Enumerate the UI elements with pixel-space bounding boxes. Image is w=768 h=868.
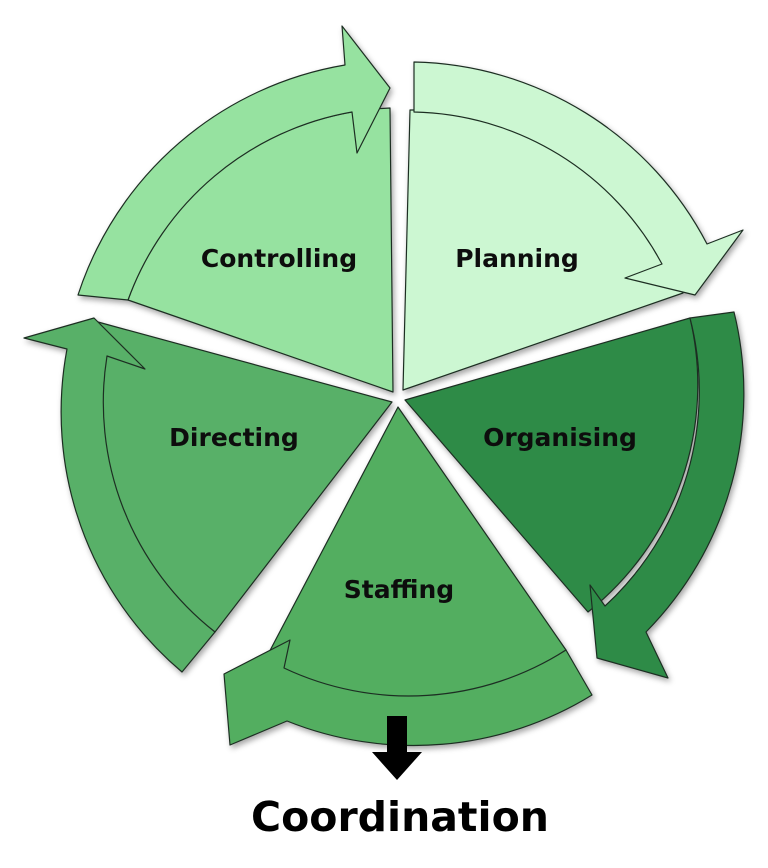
coordination-label: Coordination (251, 793, 549, 841)
controlling-label: Controlling (201, 244, 357, 273)
planning-arrow (413, 61, 744, 296)
staffing-label: Staffing (344, 575, 454, 604)
directing-arrow (23, 317, 216, 673)
staffing-arrow (223, 639, 593, 747)
segment-planning: Planning (402, 61, 744, 391)
segment-controlling: Controlling (77, 25, 394, 393)
organising-label: Organising (483, 423, 637, 452)
down-arrow (372, 716, 422, 780)
organising-wedge (404, 317, 699, 613)
directing-label: Directing (169, 423, 299, 452)
planning-label: Planning (455, 244, 579, 273)
segment-organising: Organising (404, 311, 745, 679)
segment-directing: Directing (23, 317, 393, 673)
segment-staffing: Staffing (223, 406, 593, 747)
controlling-arrow (77, 25, 391, 301)
organising-arrow (589, 311, 745, 679)
